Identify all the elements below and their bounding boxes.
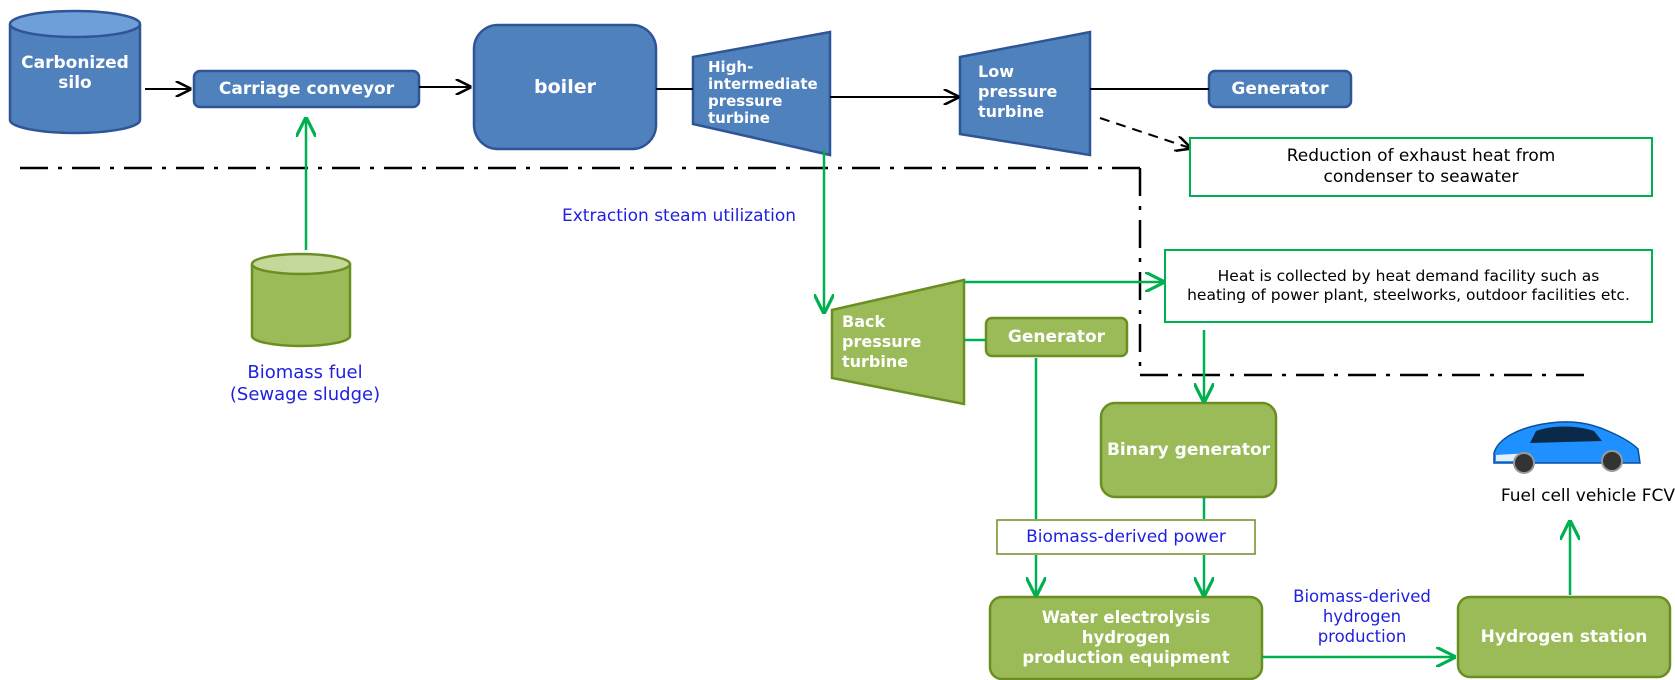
lp-turbine-shape	[958, 30, 1092, 157]
boundary-lines	[20, 166, 1590, 377]
binary-generator-box	[1099, 401, 1278, 499]
hydrogen-station-box	[1456, 595, 1672, 679]
green-connectors	[306, 119, 1570, 657]
back-turbine-shape	[830, 278, 966, 406]
exhaust-dashed-arrow	[1099, 117, 1190, 148]
carriage-conveyor-box	[192, 69, 421, 109]
biomass-fuel-cylinder	[250, 252, 352, 348]
biomass-power-box	[996, 519, 1256, 555]
generator-top-box	[1207, 69, 1353, 109]
carbonized-silo	[8, 9, 142, 135]
generator-mid-box	[984, 316, 1129, 358]
exhaust-note-box	[1189, 137, 1653, 197]
heat-note-box	[1164, 249, 1653, 323]
hi-turbine-shape	[691, 30, 832, 157]
water-electrolysis-box	[988, 595, 1264, 680]
boiler-box	[472, 23, 658, 151]
car-icon	[1493, 421, 1641, 474]
top-connectors	[145, 87, 1209, 148]
